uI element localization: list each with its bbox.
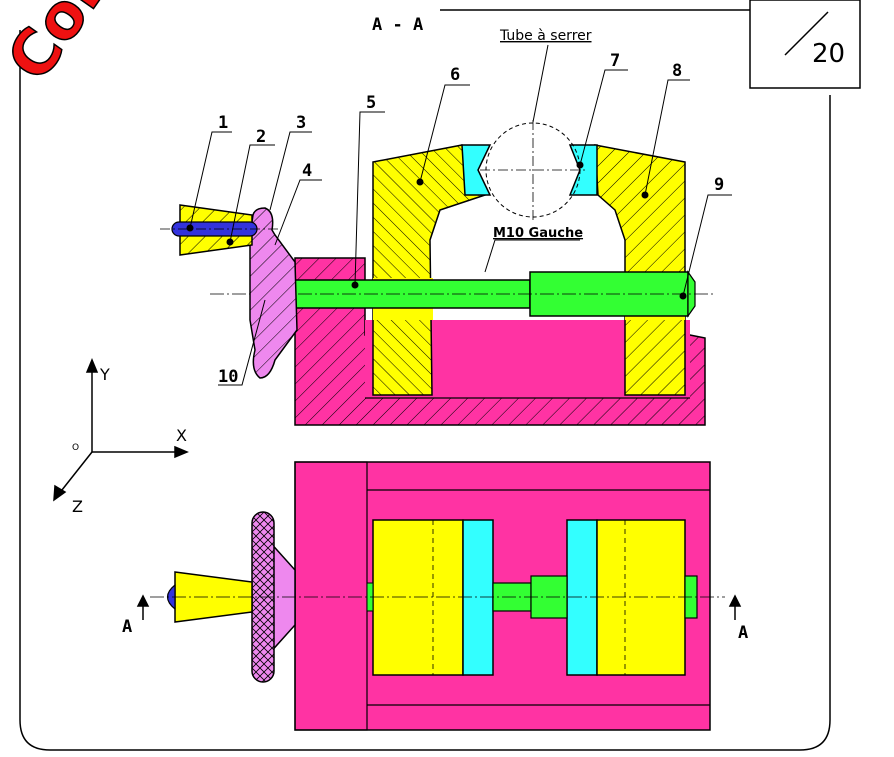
section-mark-right: A bbox=[738, 623, 748, 643]
axis-origin: O bbox=[72, 443, 79, 453]
top-insert-left bbox=[462, 519, 494, 676]
part-5: 5 bbox=[366, 93, 376, 113]
axis-y: Y bbox=[99, 365, 110, 384]
thread-label: M10 Gauche bbox=[493, 226, 583, 241]
part-2: 2 bbox=[256, 127, 266, 147]
part-3: 3 bbox=[296, 113, 306, 133]
corrige-stamp: Corrigé bbox=[0, 0, 200, 94]
part-6: 6 bbox=[450, 65, 460, 85]
part-9: 9 bbox=[714, 175, 724, 195]
section-mark-left: A bbox=[122, 617, 132, 637]
axes bbox=[53, 358, 189, 502]
axis-x: X bbox=[176, 426, 187, 445]
part-1: 1 bbox=[218, 113, 228, 133]
top-jaw-8 bbox=[596, 519, 686, 676]
handwheel-3 bbox=[249, 207, 298, 379]
page-frame bbox=[19, 30, 831, 751]
part-7: 7 bbox=[610, 51, 620, 71]
part-4: 4 bbox=[302, 161, 312, 181]
top-jaw-6 bbox=[372, 519, 464, 676]
tube-label: Tube à serrer bbox=[499, 28, 592, 44]
top-pin bbox=[166, 583, 176, 611]
page-number: 20 bbox=[812, 39, 845, 69]
svg-text:Corrigé: Corrigé bbox=[0, 0, 200, 94]
page-number-box: 20 bbox=[749, 0, 861, 89]
part-8: 8 bbox=[672, 61, 682, 81]
top-insert-right bbox=[566, 519, 598, 676]
part-10: 10 bbox=[218, 367, 238, 387]
section-title: A - A bbox=[372, 15, 423, 35]
insert-left bbox=[461, 144, 492, 196]
axis-z: Z bbox=[72, 497, 83, 516]
